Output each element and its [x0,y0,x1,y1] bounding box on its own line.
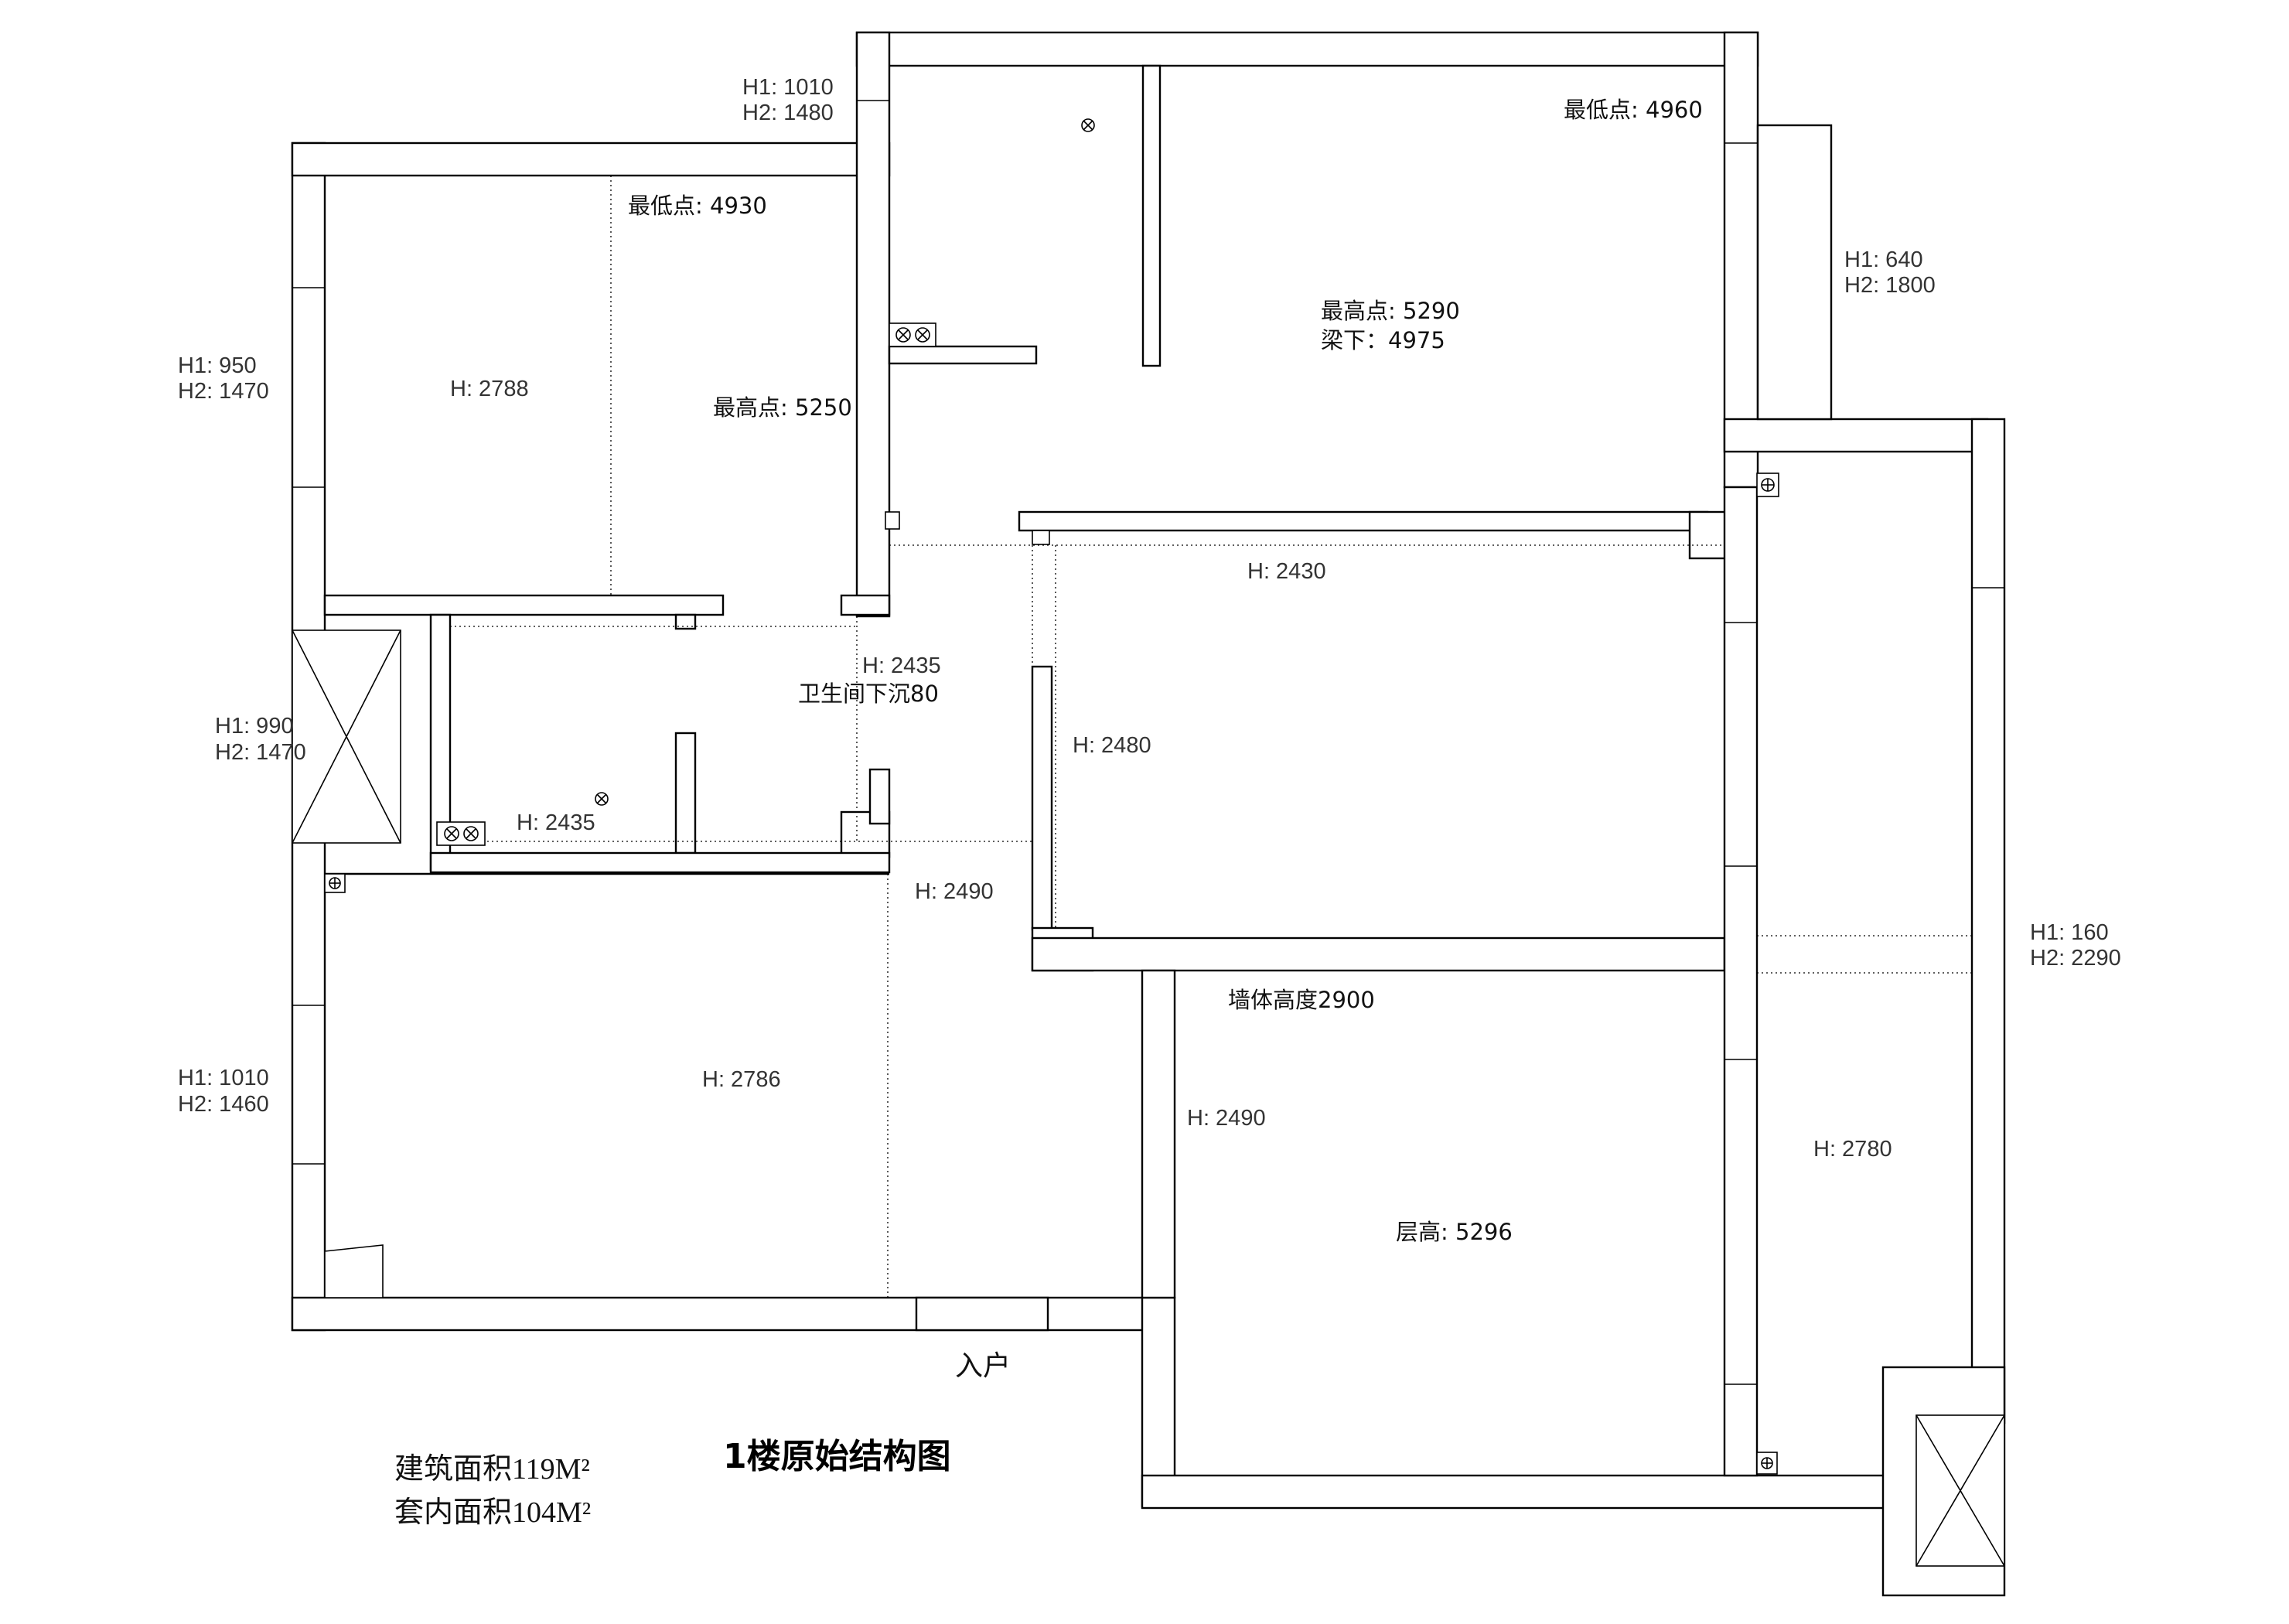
label-beam-top-right: 梁下：4975 [1321,327,1445,353]
wall-right [1970,418,2006,1424]
wall-mid-bottom [1031,937,1726,972]
wall-bath-door-jamb [868,768,891,825]
area-inner: 套内面积104M² [394,1496,591,1529]
wall-bath-top-stub [674,613,697,630]
label-room-top-left: H: 2788 [450,377,529,401]
win-right-upper-h2: H2: 1800 [1844,273,1936,298]
wall-top-left [291,142,891,177]
win-left-lower-h1: H1: 1010 [178,1066,269,1090]
win-left-mid-h2: H2: 1470 [215,740,306,765]
win-top-h2: H2: 1480 [742,101,834,125]
wall-mid-left [1031,665,1053,931]
label-wall-height: 墙体高度2900 [1228,987,1375,1013]
label-highest-top-left: 最高点: 5250 [713,394,852,421]
drain-corner [324,1244,384,1298]
height-labels: H: 2788 最低点: 4930 最高点: 5250 最低点: 4960 最高… [450,97,1892,1245]
label-bath-door: H: 2435 [862,653,941,678]
wall-step [1723,418,1989,453]
wall-lower-divider [1141,969,1176,1299]
win-right-lower-h1: H1: 160 [2030,920,2109,945]
wall-bath-partition [674,732,697,855]
shaft-left [292,629,401,844]
win-left-lower-h2: H2: 1460 [178,1092,269,1117]
area-info: 建筑面积119M² 套内面积104M² [394,1453,591,1529]
wall-upper-arm [888,345,1038,365]
label-right-room: H: 2780 [1813,1137,1892,1162]
page-title: 1楼原始结构图 [723,1437,951,1476]
wall-bedroom-bottom [323,594,725,616]
window-ticks [292,100,2004,1385]
entrance-door-gap[interactable] [915,1296,1049,1332]
balcony-right-upper [1756,124,1833,421]
pipe-symbols [324,118,1779,1475]
entrance-label: 入户 [955,1350,1011,1382]
wall-bottom-step [1141,1296,1176,1508]
wall-upper-stub [1141,64,1162,367]
label-living-room: H: 2786 [702,1067,781,1092]
label-bath-lower: H: 2435 [517,810,595,835]
interior-walls [323,31,1833,1477]
area-building: 建筑面积119M² [394,1453,590,1486]
label-corridor-beam: H: 2430 [1247,559,1326,584]
win-top-h1: H1: 1010 [742,75,834,100]
label-highest-top-right: 最高点: 5290 [1321,298,1460,324]
win-left-mid-h1: H1: 990 [215,714,294,739]
label-floor-height: 层高: 5296 [1396,1219,1513,1245]
label-lowest-top-left: 最低点: 4930 [628,193,767,219]
shaft-bottom-right [1915,1414,2005,1567]
wall-bath-bottom [429,851,891,874]
win-left-upper-h2: H2: 1470 [178,379,269,404]
wall-corridor-top [1018,510,1709,532]
pipe-box-upper [889,322,936,347]
label-lower-mid-left: H: 2490 [1187,1106,1266,1131]
wall-bottom-right [1141,1474,1917,1510]
label-mid-room-left: H: 2480 [1073,733,1151,758]
wall-top [855,31,1759,67]
wall-right-partition [1723,486,1759,1477]
win-right-upper-h1: H1: 640 [1844,247,1923,272]
wall-bedroom-bottom-stub [840,594,891,616]
window-labels: H1: 1010 H2: 1480 H1: 950 H2: 1470 H1: 9… [178,75,2121,1117]
wall-bedroom-right [855,31,891,618]
win-left-upper-h1: H1: 950 [178,353,257,378]
label-bath-sink: 卫生间下沉80 [798,681,939,707]
beam-lines [450,176,1972,1298]
label-living-beam: H: 2490 [915,879,994,904]
win-right-lower-h2: H2: 2290 [2030,946,2121,971]
label-lowest-top-right: 最低点: 4960 [1564,97,1703,123]
